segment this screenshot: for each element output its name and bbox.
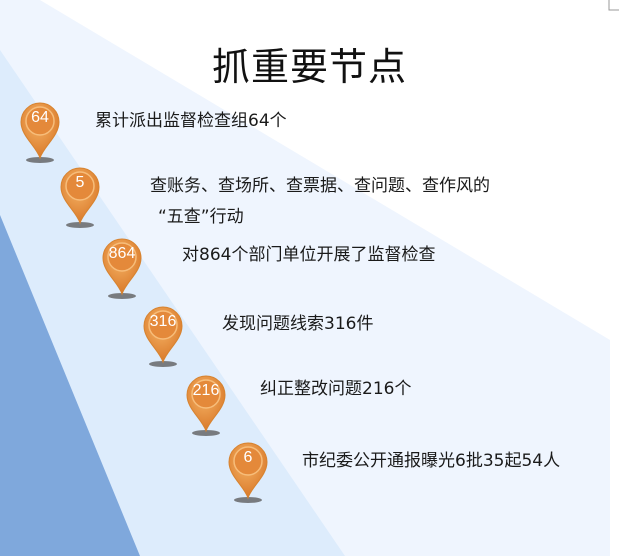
pin-number: 5 <box>75 174 85 191</box>
item-text-2-line2: “五查”行动 <box>158 207 244 227</box>
pin-number: 6 <box>243 449 253 466</box>
map-pin-icon: 6 <box>226 440 270 504</box>
item-text-4: 发现问题线索316件 <box>222 314 374 334</box>
map-pin-icon: 64 <box>18 100 62 164</box>
slide-title: 抓重要节点 <box>211 45 407 89</box>
map-pin-icon: 316 <box>141 304 185 368</box>
map-pin-icon: 864 <box>100 236 144 300</box>
item-text-2: 查账务、查场所、查票据、查问题、查作风的 <box>150 176 490 196</box>
item-text-6: 市纪委公开通报曝光6批35起54人 <box>302 451 561 471</box>
item-text-1: 累计派出监督检查组64个 <box>95 111 287 131</box>
item-text-5: 纠正整改问题216个 <box>260 379 412 399</box>
pin-number: 216 <box>192 382 220 399</box>
pin-number: 316 <box>149 313 177 330</box>
map-pin-icon: 216 <box>184 373 228 437</box>
map-pin-icon: 5 <box>58 165 102 229</box>
pin-number: 864 <box>108 245 136 262</box>
corner-mark <box>608 0 619 11</box>
dark-band <box>0 215 140 556</box>
pin-number: 64 <box>31 109 49 126</box>
item-text-3: 对864个部门单位开展了监督检查 <box>182 245 436 265</box>
